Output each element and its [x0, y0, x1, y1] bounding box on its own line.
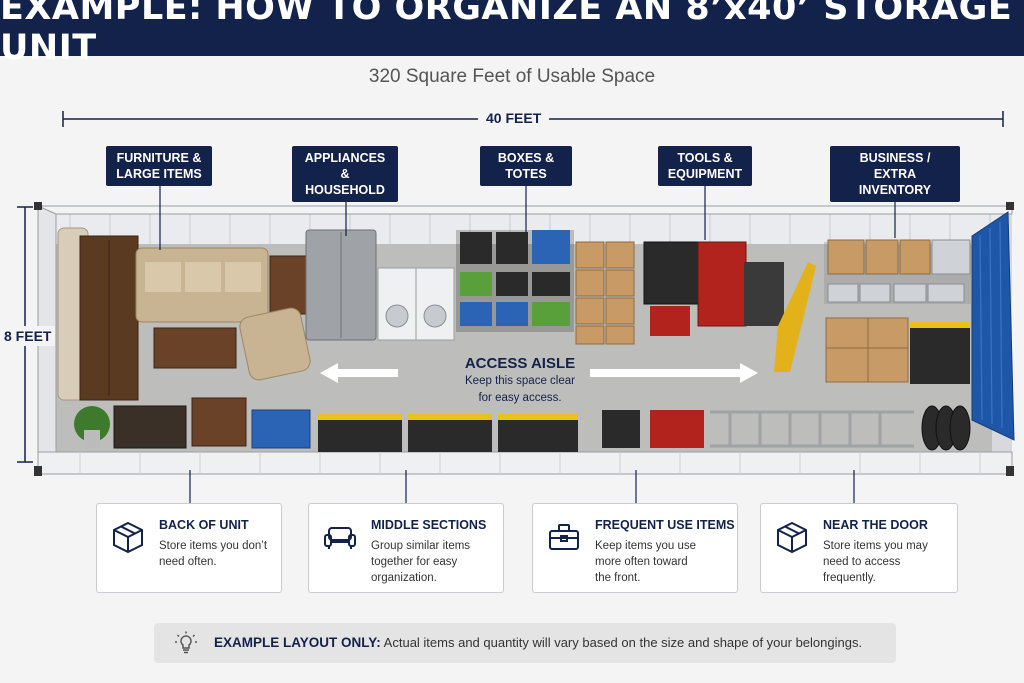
callout-lines [159, 186, 896, 503]
tote-2 [408, 416, 492, 452]
page-subtitle: 320 Square Feet of Usable Space [368, 66, 656, 87]
box-icon [777, 521, 807, 554]
tote-3 [498, 416, 578, 452]
chest [113, 405, 187, 449]
layout-note: EXAMPLE LAYOUT ONLY: Actual items and qu… [154, 623, 896, 663]
title-banner: EXAMPLE: HOW TO ORGANIZE AN 8’x40’ STORA… [0, 0, 1024, 68]
rocking-chair [191, 397, 247, 447]
card-title: NEAR THE DOOR [823, 518, 928, 532]
toolbox-icon [549, 524, 579, 550]
tote-1 [318, 416, 402, 452]
front-wall [37, 451, 1013, 475]
appliances-zone [305, 229, 455, 341]
aisle-desc-1: Keep this space clear [465, 375, 575, 387]
aisle-arrows [320, 363, 758, 383]
generator-2 [650, 410, 704, 448]
blue-tote [251, 409, 311, 449]
card-title: MIDDLE SECTIONS [371, 518, 487, 532]
card-title: BACK OF UNIT [159, 518, 249, 532]
tires [921, 405, 971, 451]
nightstand [269, 255, 307, 315]
container-door [971, 211, 1015, 441]
pressure-washer [744, 262, 784, 326]
furniture-zone [57, 227, 311, 449]
generator-1 [602, 410, 640, 448]
tools-zone [643, 241, 816, 372]
note-body: Actual items and quantity will vary base… [380, 635, 863, 650]
card-title: FREQUENT USE ITEMS [595, 518, 735, 532]
access-aisle-label: ACCESS AISLE Keep this space clear for e… [400, 355, 640, 406]
lightbulb-icon [175, 631, 197, 654]
washer [377, 267, 417, 341]
length-label: 40 FEET [478, 110, 550, 126]
armchair [239, 307, 311, 381]
callout-boxes: BOXES &TOTES [480, 146, 572, 186]
front-row [251, 405, 971, 452]
coffee-table [153, 327, 237, 369]
lawn-mower [650, 306, 690, 336]
dryer [415, 267, 455, 341]
callout-tools: TOOLS &EQUIPMENT [658, 146, 752, 186]
aisle-desc-2: for easy access. [478, 392, 562, 404]
tool-chest-red [697, 241, 747, 327]
inventory-zone [824, 239, 972, 384]
plant [74, 406, 110, 442]
note-bold: EXAMPLE LAYOUT ONLY: [214, 635, 381, 650]
aisle-title: ACCESS AISLE [464, 355, 576, 372]
box-icon [113, 521, 143, 554]
callout-furniture: FURNITURE &LARGE ITEMS [106, 146, 212, 186]
ladder [710, 410, 914, 448]
page-title: EXAMPLE: HOW TO ORGANIZE AN 8’x40’ STORA… [0, 0, 1013, 68]
sofa-icon [324, 527, 356, 549]
hand-truck [774, 262, 816, 372]
totes-shelving [456, 230, 635, 345]
tool-cabinet-black [643, 241, 699, 305]
callout-appliances: APPLIANCES &HOUSEHOLD [292, 146, 398, 202]
note-text: EXAMPLE LAYOUT ONLY: Actual items and qu… [214, 635, 862, 650]
width-label: 8 FEET [0, 326, 56, 346]
